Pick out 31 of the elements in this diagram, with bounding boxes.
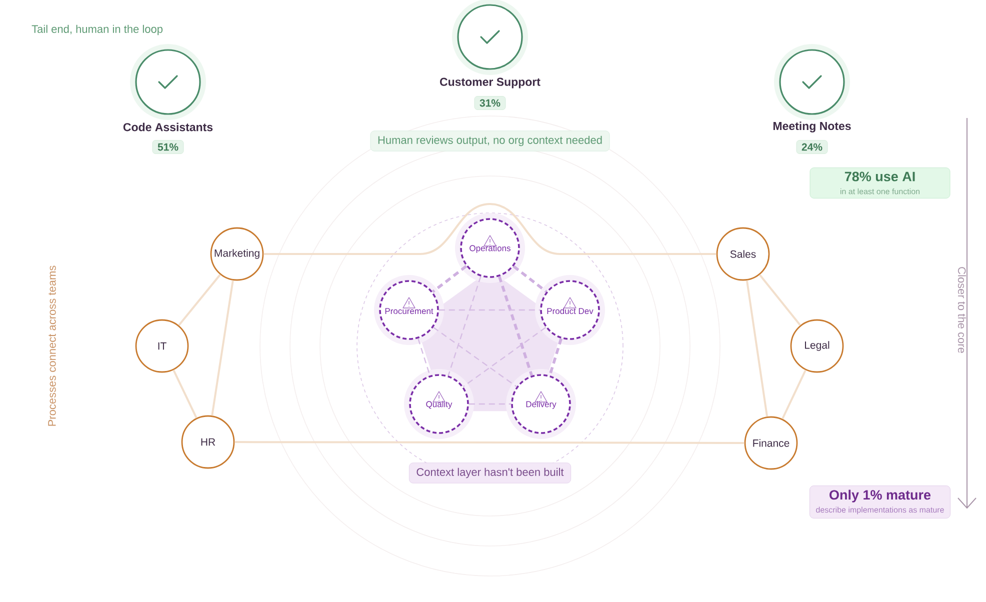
side-label: Processes connect across teams: [48, 266, 56, 426]
connector-line: [211, 280, 234, 416]
connector-line: [512, 265, 548, 293]
connector-line: [468, 403, 512, 405]
circle-label: Code Assistants: [123, 122, 213, 132]
connector-line: [448, 276, 482, 376]
connector-line: [462, 326, 546, 388]
connector-line: [438, 309, 540, 311]
side-label: Closer to the core: [958, 267, 966, 353]
connector-line: [418, 338, 430, 376]
connector-line: [498, 276, 534, 376]
connector-line: [432, 265, 468, 293]
percent-badge: 31%: [474, 96, 506, 110]
connector-line: [782, 370, 806, 420]
note-box: Human reviews output, no org context needed: [370, 130, 610, 152]
circle-label: Customer Support: [440, 78, 540, 88]
connector-line: [234, 441, 744, 444]
connector-line: [172, 370, 198, 418]
note-box: Context layer hasn't been built: [409, 462, 572, 484]
stat-box: 78% use AI in at least one function: [810, 168, 950, 198]
connector-line: [433, 326, 517, 388]
circle-label: Meeting Notes: [773, 122, 851, 132]
section-heading: Tail end, human in the loop: [32, 24, 163, 36]
connector-line: [746, 280, 768, 417]
connector-line: [264, 203, 716, 255]
connector-line: [758, 274, 802, 326]
stat-box: Only 1% mature describe implementations as mature: [810, 486, 950, 518]
percent-badge: 24%: [796, 140, 828, 154]
connector-line: [178, 274, 221, 326]
connector-line: [548, 338, 563, 376]
percent-badge: 51%: [152, 140, 184, 154]
